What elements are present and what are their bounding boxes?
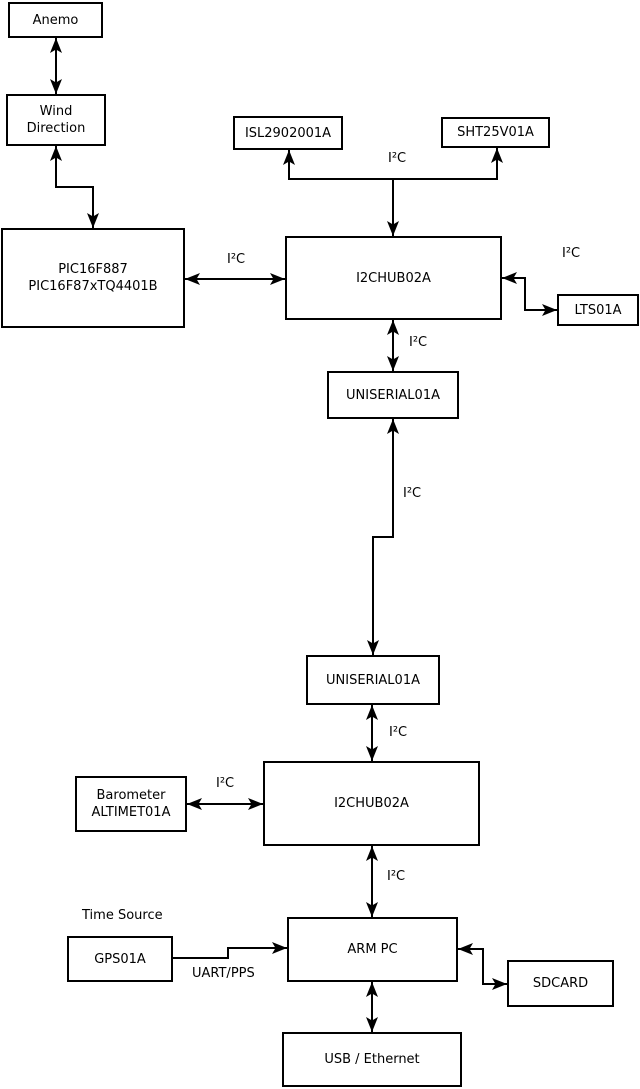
node-barometer: Barometer ALTIMET01A <box>75 776 187 832</box>
node-anemo: Anemo <box>8 2 103 38</box>
node-label: Wind <box>39 104 73 119</box>
node-sdcard: SDCARD <box>507 960 614 1007</box>
node-label: GPS01A <box>94 951 146 967</box>
node-isl: ISL2902001A <box>233 116 343 150</box>
edge-label-i2c-hub-serial: I²C <box>409 335 428 350</box>
node-label: USB / Ethernet <box>324 1052 420 1067</box>
node-label: SHT25V01A <box>457 125 534 140</box>
edge-label-i2c-sensors: I²C <box>388 151 407 166</box>
connector-i2chub-lts <box>502 272 557 316</box>
node-label: SDCARD <box>532 976 589 991</box>
node-usb-ethernet: USB / Ethernet <box>282 1032 462 1087</box>
label-uart-pps: UART/PPS <box>192 966 255 981</box>
connector-gps-armpc <box>173 942 287 959</box>
node-label: PIC16F87xTQ4401B <box>28 279 158 294</box>
node-gps: GPS01A <box>67 936 173 982</box>
node-label: UNISERIAL01A <box>326 672 420 688</box>
connector-uniserial-uniserial <box>367 419 399 655</box>
connector-winddirection-pic <box>50 146 99 228</box>
node-i2chub-bottom: I2CHUB02A <box>263 761 480 846</box>
node-uniserial-bottom: UNISERIAL01A <box>306 655 440 705</box>
node-label: I2CHUB02A <box>356 270 431 286</box>
node-label: PIC16F887 <box>58 262 128 277</box>
node-i2chub-top: I2CHUB02A <box>285 236 502 320</box>
node-label: Direction <box>26 121 86 136</box>
node-label: Barometer <box>96 788 166 803</box>
node-label: LTS01A <box>574 302 622 318</box>
node-label: I2CHUB02A <box>334 796 409 811</box>
node-uniserial-top: UNISERIAL01A <box>327 371 459 419</box>
node-wind-direction: Wind Direction <box>6 94 106 146</box>
label-time-source: Time Source <box>82 908 163 923</box>
node-label: UNISERIAL01A <box>346 387 440 403</box>
node-pic: PIC16F887 PIC16F87xTQ4401B <box>1 228 185 328</box>
edge-label-i2c-hub2-arm: I²C <box>387 869 406 884</box>
node-label: ISL2902001A <box>244 125 332 141</box>
node-sht: SHT25V01A <box>441 117 550 148</box>
connector-armpc-sdcard <box>458 943 507 990</box>
node-label: ALTIMET01A <box>91 805 171 820</box>
node-label: Anemo <box>32 12 79 28</box>
node-arm-pc: ARM PC <box>287 917 458 982</box>
node-lts: LTS01A <box>557 294 639 326</box>
edge-label-i2c-hub-lts: I²C <box>562 246 581 261</box>
node-label: ARM PC <box>347 942 398 957</box>
edge-label-i2c-pic-hub: I²C <box>227 252 246 267</box>
edge-label-i2c-barometer-hub: I²C <box>216 776 235 791</box>
edge-label-i2c-serial-hub2: I²C <box>389 725 408 740</box>
edge-label-i2c-serial-link: I²C <box>403 486 422 501</box>
